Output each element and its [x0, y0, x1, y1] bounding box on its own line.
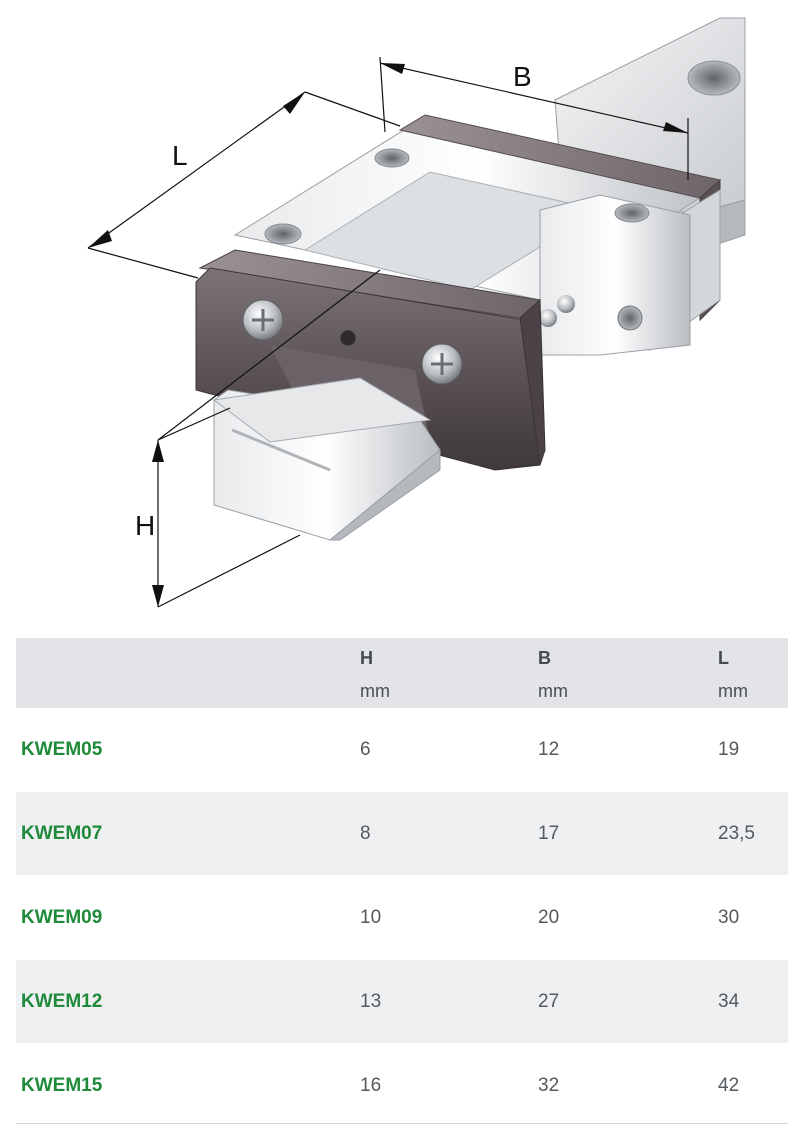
cell-h: 13	[360, 959, 538, 1044]
model-link[interactable]: KWEM15	[16, 1043, 360, 1128]
cell-b: 20	[538, 875, 718, 960]
dim-label-b: B	[513, 61, 532, 92]
cell-l: 19	[718, 708, 788, 792]
cell-l: 34	[718, 959, 788, 1044]
cell-l: 30	[718, 875, 788, 960]
table-header-row: H mm B mm L mm	[16, 638, 788, 708]
linear-guide-drawing: L B H	[87, 17, 746, 608]
header-cell-h: H mm	[360, 638, 538, 708]
header-cell-l: L mm	[718, 638, 788, 708]
header-l-label: L	[718, 648, 729, 668]
cell-b: 27	[538, 959, 718, 1044]
model-link[interactable]: KWEM07	[16, 791, 360, 876]
table-bottom-divider	[16, 1123, 788, 1124]
model-link[interactable]: KWEM09	[16, 875, 360, 960]
dim-label-l: L	[172, 140, 188, 171]
cell-h: 8	[360, 791, 538, 876]
cell-l: 42	[718, 1043, 788, 1128]
table-row: KWEM15 16 32 42	[16, 1043, 788, 1128]
header-l-unit: mm	[718, 681, 748, 701]
header-b-unit: mm	[538, 681, 568, 701]
dimension-table: H mm B mm L mm KWEM05 6 12 19 KWEM07 8 1…	[16, 638, 788, 1128]
cell-b: 12	[538, 708, 718, 792]
header-cell-b: B mm	[538, 638, 718, 708]
header-h-unit: mm	[360, 681, 390, 701]
table-row: KWEM12 13 27 34	[16, 959, 788, 1044]
cell-b: 17	[538, 791, 718, 876]
table-row: KWEM09 10 20 30	[16, 875, 788, 960]
table-row: KWEM07 8 17 23,5	[16, 791, 788, 876]
cell-h: 6	[360, 708, 538, 792]
header-b-label: B	[538, 648, 551, 668]
cell-l: 23,5	[718, 791, 788, 876]
cell-h: 10	[360, 875, 538, 960]
cell-b: 32	[538, 1043, 718, 1128]
header-h-label: H	[360, 648, 373, 668]
model-link[interactable]: KWEM12	[16, 959, 360, 1044]
header-cell-model	[16, 638, 360, 708]
cell-h: 16	[360, 1043, 538, 1128]
dim-label-h: H	[135, 510, 155, 541]
model-link[interactable]: KWEM05	[16, 708, 360, 792]
table-row: KWEM05 6 12 19	[16, 708, 788, 792]
